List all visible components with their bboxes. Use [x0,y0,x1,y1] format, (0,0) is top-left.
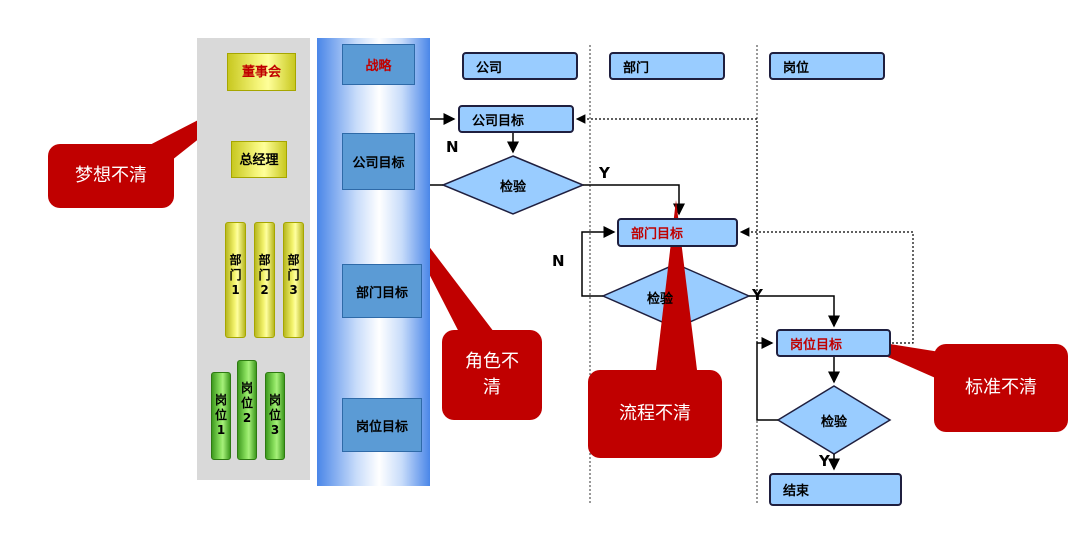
no-label-company: N [446,138,459,156]
no-label-dept: N [552,252,565,270]
callout-role: 角色不清 [442,330,542,420]
strategy-position-goal-box: 岗位目标 [342,398,422,452]
yes-label-position: Y [819,452,830,470]
strategy-box: 战略 [342,44,415,85]
strategy-dept-goal-box: 部门目标 [342,264,422,318]
lane-header-department: 部门 [609,52,725,80]
yes-label-dept: Y [752,286,763,304]
lane-header-position: 岗位 [769,52,885,80]
flow-position-goal: 岗位目标 [776,329,891,357]
yes-label-company: Y [599,164,610,182]
flow-company-goal: 公司目标 [458,105,574,133]
board-box: 董事会 [227,53,296,91]
callout-standard: 标准不清 [934,344,1068,432]
company-check-diamond [441,155,585,215]
process-pointer [655,200,698,378]
dept-check-label: 检验 [646,292,673,307]
strategy-company-goal-box: 公司目标 [342,133,415,190]
callout-dream: 梦想不清 [48,144,174,208]
position-check-label: 检验 [820,415,847,430]
callout-process: 流程不清 [588,370,722,458]
company-check-label: 检验 [499,180,526,195]
flow-end: 结束 [769,473,902,506]
gm-box: 总经理 [231,141,287,178]
flow-dept-goal: 部门目标 [617,218,738,247]
lane-header-company: 公司 [462,52,578,80]
